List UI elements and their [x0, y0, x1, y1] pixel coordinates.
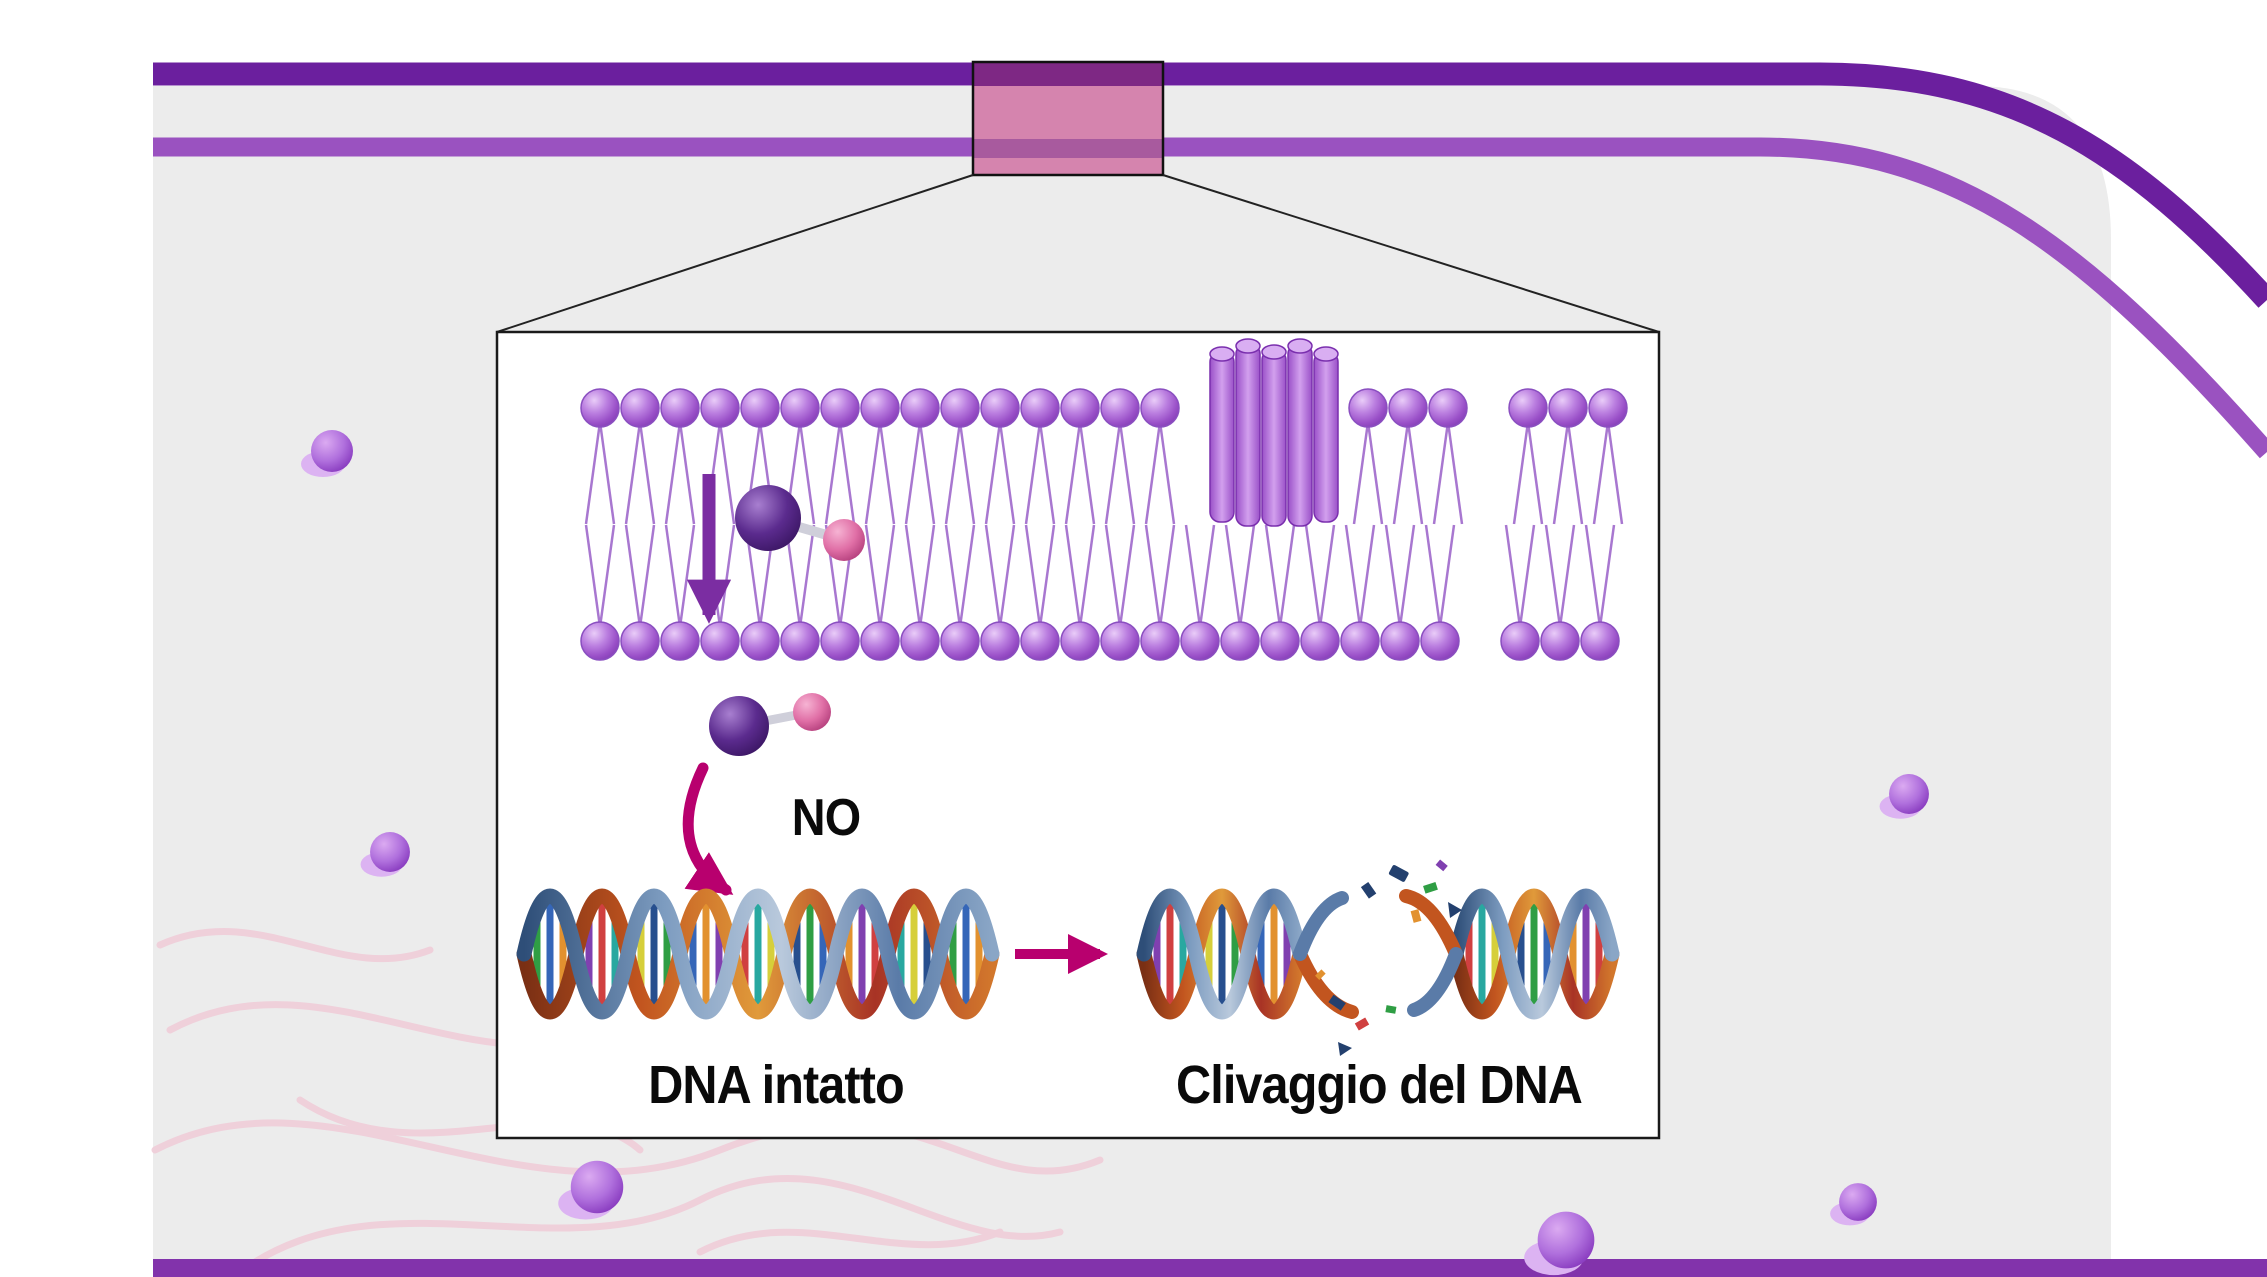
- dna-strand-orange: [1136, 888, 1308, 1020]
- membrane-protein: [1209, 338, 1339, 527]
- outer-membrane-band: [153, 62, 2267, 308]
- dna-cleaved: [1136, 859, 1620, 1056]
- callout-lines: [496, 174, 1660, 333]
- dna-intact: [516, 888, 1000, 1020]
- no-to-dna-arrow: [682, 762, 734, 896]
- inner-membrane-band: [153, 137, 2267, 459]
- no-molecule-in-membrane: [735, 485, 865, 561]
- dna-strand-blue: [516, 888, 1000, 1020]
- no-label: NO: [791, 789, 861, 847]
- dna-base-pairs: [533, 896, 983, 1012]
- dna-strand-blue: [1448, 888, 1620, 1020]
- dna-strand-orange: [516, 888, 1000, 1020]
- dna-strand-blue: [1136, 888, 1308, 1020]
- dna-strand-orange: [1448, 888, 1620, 1020]
- dna-fragments: [1315, 859, 1462, 1056]
- dna-break-stubs: [1293, 889, 1463, 1019]
- dna-cleaved-label: Clivaggio del DNA: [1176, 1055, 1583, 1115]
- dna-intact-label: DNA intatto: [648, 1055, 904, 1115]
- membrane-highlight-region: [971, 60, 1165, 177]
- no-molecule-cytoplasm: [709, 693, 831, 756]
